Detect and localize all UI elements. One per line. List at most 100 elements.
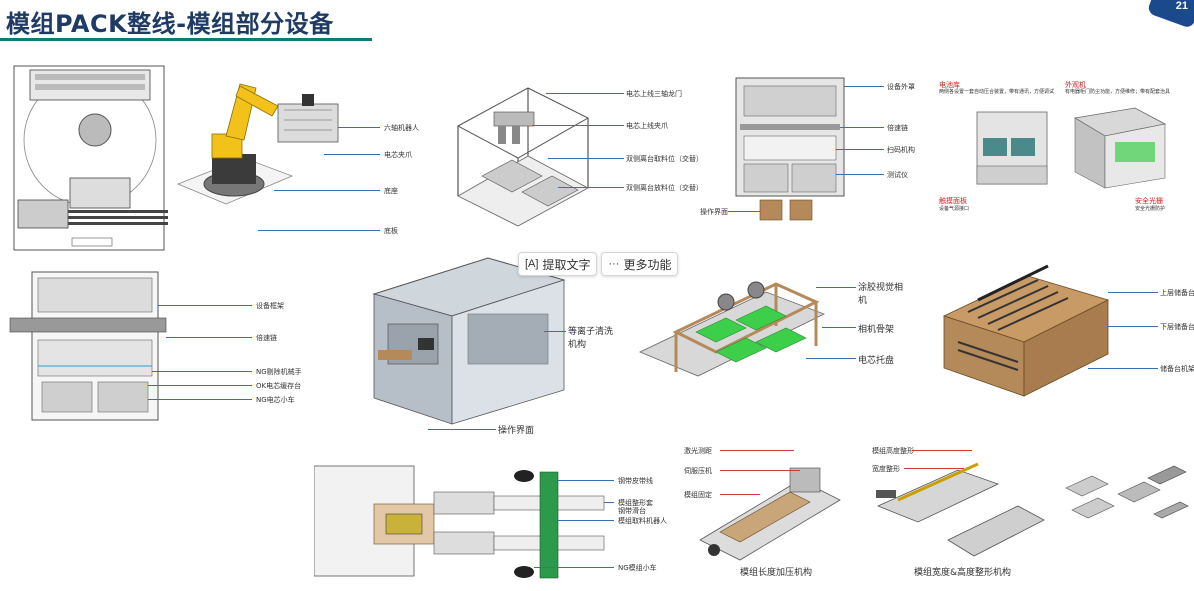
robot-cell-drawing: 六轴机器人 电芯夹爪 底座 底板 [174, 64, 434, 244]
cell-loading-gantry-drawing: 电芯上线三轴龙门 电芯上线夹爪 双侧离台取料位（交替） 双侧离台放料位（交替） [438, 66, 708, 236]
leader-line [720, 470, 800, 471]
leader-line [904, 468, 964, 469]
floating-toolbar: [A] 提取文字 ··· 更多功能 [518, 252, 679, 276]
leader-line [816, 287, 856, 288]
label-gantry: 电芯上线三轴龙门 [626, 90, 682, 98]
label-scanner: 扫码机构 [887, 146, 915, 154]
extract-text-icon: [A] [525, 258, 539, 270]
leader-line [148, 399, 252, 400]
page-number: 21 [1175, 0, 1188, 12]
length-press-drawing: 激光测距 伺服压机 模组固定 模组长度加压机构 [680, 440, 850, 580]
note-air-source: 设备气源接口 [939, 206, 970, 212]
leader-line [532, 125, 624, 126]
leader-line [152, 371, 252, 372]
label-ng-robot: NG剔除机械手 [256, 368, 302, 376]
leader-line [1108, 292, 1158, 293]
label-upper-storage: 上层储备台 [1160, 289, 1194, 297]
storage-rack-drawing: 上层储备台 下层储备台 储备台机架 [938, 256, 1194, 412]
leader-line [148, 385, 252, 386]
label-safety-curtain: 安全光栅 [1135, 197, 1163, 205]
title-underline [0, 38, 372, 41]
width-press-drawing: 模组高度整形 宽度整形 模组宽度&高度整形机构 [868, 440, 1048, 580]
cabinet-machine-drawing: 设备外罩 倍速链 扫码机构 测试仪 操作界面 [700, 70, 925, 230]
label-ng-cart: NG电芯小车 [256, 396, 295, 404]
label-operation-screen: 操作界面 [498, 426, 535, 436]
label-bottom-plate: 底板 [384, 227, 398, 235]
label-cell-tray: 电芯托盘 [858, 356, 895, 366]
slide-title: 模组PACK整线-模组部分设备 [6, 10, 334, 38]
label-place-position: 双侧离台放料位（交替） [626, 184, 703, 192]
leader-line [558, 480, 614, 481]
small-parts-drawing [1062, 458, 1190, 530]
note-press-device: 两侧各设置一套自动压合装置，带有通讯，方便调试 [939, 89, 1055, 95]
label-six-axis-robot: 六轴机器人 [384, 124, 419, 132]
more-dots-icon: ··· [608, 258, 620, 270]
label-loader-gripper: 电芯上线夹爪 [626, 122, 668, 130]
label-touch-panel: 触摸面板 [939, 197, 967, 205]
leader-line [548, 158, 624, 159]
label-width-shaping: 宽度整形 [872, 465, 900, 473]
label-storage-frame: 储备台机架 [1160, 365, 1194, 373]
label-speed-chain: 倍速链 [887, 124, 908, 132]
label-pick-position: 双侧离台取料位（交替） [626, 155, 703, 163]
label-tester: 测试仪 [887, 171, 908, 179]
label-ng-module-cart: NG模组小车 [618, 564, 657, 572]
leader-line [158, 305, 252, 306]
leader-line [720, 494, 760, 495]
plasma-cleaner-drawing: 等离子清洗机构 操作界面 [368, 254, 618, 440]
more-functions-button[interactable]: ··· 更多功能 [601, 252, 679, 276]
more-functions-label: 更多功能 [623, 257, 672, 272]
note-safety: 安全光栅防护 [1135, 206, 1166, 212]
leader-line [840, 127, 884, 128]
label-battery-library: 电池库 [939, 81, 960, 89]
label-glue-camera: 涂胶视觉相机 [858, 283, 904, 306]
module-line-drawing: 钢带皮带线 模组整形套 钢带滑台 模组取料机器人 NG模组小车 [314, 460, 694, 586]
leader-line [258, 230, 380, 231]
label-cell-gripper: 电芯夹爪 [384, 151, 412, 159]
label-belt-slide: 钢带滑台 [618, 507, 646, 515]
leader-line [534, 567, 614, 568]
layout-plan-drawing [10, 60, 170, 256]
leader-line [604, 502, 614, 503]
leader-line [428, 429, 496, 430]
label-hmi: 操作界面 [700, 208, 728, 216]
conveyor-line-drawing: 设备框架 倍速链 NG剔除机械手 OK电芯缓存台 NG电芯小车 [8, 266, 308, 432]
tester-pair-drawing: 电池库 两侧各设置一套自动压合装置，带有通讯，方便调试 外观机 有电器柜门防尘功… [935, 78, 1185, 218]
note-dust-proof: 有电器柜门防尘功能，方便维修；带有配套治具 [1065, 89, 1171, 95]
label-height-shaping: 模组高度整形 [872, 447, 914, 455]
leader-line [720, 450, 794, 451]
leader-line [324, 154, 380, 155]
label-equipment-frame: 设备框架 [256, 302, 284, 310]
leader-line [558, 187, 624, 188]
label-shaping-sleeve: 模组整形套 [618, 499, 653, 507]
leader-line [912, 450, 972, 451]
label-lower-storage: 下层储备台 [1160, 323, 1194, 331]
label-machine-cover: 设备外罩 [887, 83, 915, 91]
leader-line [546, 93, 624, 94]
label-steel-belt: 钢带皮带线 [618, 477, 653, 485]
label-base: 底座 [384, 187, 398, 195]
leader-line [836, 174, 884, 175]
label-module-robot: 模组取料机器人 [618, 517, 667, 525]
leader-line [274, 190, 380, 191]
label-plasma-cleaning: 等离子清洗机构 [568, 327, 614, 350]
label-servo-press: 伺服压机 [684, 467, 712, 475]
leader-line [836, 149, 884, 150]
label-ok-buffer: OK电芯缓存台 [256, 382, 302, 390]
leader-line [844, 86, 884, 87]
leader-line [338, 127, 380, 128]
extract-text-button[interactable]: [A] 提取文字 [518, 252, 598, 276]
leader-line [822, 327, 856, 328]
label-appearance-unit: 外观机 [1065, 81, 1086, 89]
extract-text-label: 提取文字 [542, 257, 591, 272]
leader-line [806, 358, 856, 359]
leader-line [728, 211, 760, 212]
leader-line [1108, 326, 1158, 327]
caption-width-press: 模组宽度&高度整形机构 [914, 568, 1012, 578]
label-camera-frame: 相机骨架 [858, 325, 895, 335]
leader-line [544, 331, 566, 332]
leader-line [1088, 368, 1158, 369]
label-line-chain: 倍速链 [256, 334, 277, 342]
caption-length-press: 模组长度加压机构 [740, 568, 813, 578]
label-laser-range: 激光测距 [684, 447, 712, 455]
